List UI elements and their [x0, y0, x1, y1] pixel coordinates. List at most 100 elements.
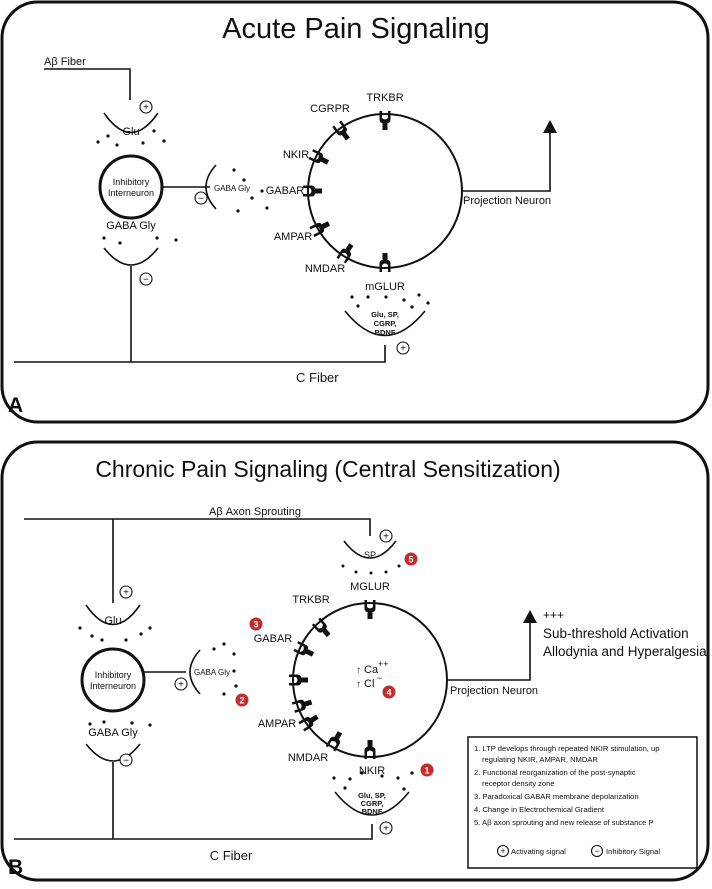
receptor-nmdar: [325, 729, 345, 752]
legend-item: receptor density zone: [482, 779, 555, 788]
badge-2: 2: [235, 693, 249, 707]
glu-vesicles: [96, 129, 166, 147]
gaba-gly-label: GABA Gly: [214, 184, 250, 193]
inhibitory-signal: −: [194, 191, 208, 205]
receptor-label: MGLUR: [350, 581, 390, 593]
glu-terminal: [103, 112, 159, 134]
svg-text:+: +: [123, 588, 129, 599]
receptor-label: NMDAR: [305, 263, 345, 275]
c-fiber: [14, 824, 373, 840]
ion-ca-charge: ++: [378, 659, 389, 669]
release-label: BDNF: [362, 807, 383, 816]
sp-label: SP: [364, 550, 376, 560]
ion-cl-charge: −: [377, 673, 382, 683]
glu-label: Glu: [122, 126, 139, 138]
svg-text:4: 4: [386, 688, 391, 698]
receptor-label: GABAR: [254, 633, 293, 645]
ion-arrow: ↑: [356, 665, 361, 676]
svg-text:+: +: [143, 103, 149, 114]
activating-signal: +: [379, 821, 393, 835]
output-label: Sub-threshold Activation: [543, 626, 689, 641]
ion-cl: Cl: [364, 678, 374, 690]
svg-text:1: 1: [424, 766, 429, 776]
svg-text:+: +: [383, 824, 389, 835]
glu-vesicles: [78, 626, 152, 642]
projection-neuron: [307, 113, 463, 269]
c-fiber-label: C Fiber: [296, 370, 339, 385]
inhibitory-interneuron: [98, 154, 164, 220]
release-vesicles: [332, 771, 414, 791]
legend-inhibitory-label: Inhibitory Signal: [606, 847, 660, 856]
activating-signal: +: [139, 100, 153, 114]
svg-text:2: 2: [239, 696, 244, 706]
inhibitory-signal: −: [139, 272, 153, 286]
badge-4: 4: [382, 685, 396, 699]
abeta-fiber: [44, 68, 131, 100]
projection-axon: [446, 620, 531, 681]
glu-terminal: [85, 604, 141, 626]
legend-box: 1. LTP develops through repeated NKIR st…: [467, 736, 698, 869]
receptor-trkbr: [311, 617, 333, 640]
receptor-mglur: [379, 253, 391, 272]
release-label: CGRP,: [361, 799, 384, 808]
svg-text:−: −: [143, 275, 149, 286]
gaba-gly-label: GABA Gly: [88, 727, 138, 739]
gaba-gly-terminal: [189, 649, 201, 695]
badge-3: 3: [249, 617, 263, 631]
abeta-sprouting-label: Aβ Axon Sprouting: [209, 506, 301, 518]
release-label: Glu, SP,: [358, 791, 386, 800]
svg-text:+: +: [500, 846, 505, 856]
release-label: BDNF: [375, 328, 396, 337]
c-fiber-terminal: [334, 791, 410, 816]
badge-1: 1: [420, 763, 434, 777]
inhibitory-interneuron: [80, 647, 146, 713]
release-label: Glu, SP,: [371, 310, 399, 319]
svg-text:5: 5: [408, 555, 413, 565]
panel-a: Acute Pain Signaling A Aβ Fiber + Glu In…: [0, 0, 710, 424]
projection-axon: [461, 130, 551, 192]
legend-item: 2. Functional reorganization of the post…: [474, 768, 636, 777]
receptor-label: NMDAR: [288, 752, 328, 764]
panel-b-frame: [0, 440, 710, 882]
panel-b-title: Chronic Pain Signaling (Central Sensitiz…: [95, 456, 560, 482]
svg-text:−: −: [198, 194, 204, 205]
receptor-unlabeled: [289, 674, 308, 686]
legend-item: regulating NKIR, AMPAR, NMDAR: [482, 755, 598, 764]
activating-signal: +: [396, 341, 410, 355]
legend-item: 4. Change in Electrochemical Gradient: [474, 805, 605, 814]
receptor-label: AMPAR: [258, 718, 296, 730]
gaba-gly-terminal: [103, 247, 159, 266]
panel-a-letter: A: [8, 394, 23, 417]
legend-item: 1. LTP develops through repeated NKIR st…: [474, 744, 659, 753]
receptor-label: CGRPR: [310, 103, 350, 115]
receptor-label: AMPAR: [274, 231, 312, 243]
interneuron-label: Inhibitory: [95, 670, 132, 680]
svg-text:+: +: [178, 680, 184, 691]
receptor-label: NKIR: [283, 149, 309, 161]
abeta-sprouting-fiber: [24, 518, 371, 536]
gaba-gly-terminal: [85, 743, 141, 762]
legend-inhibitory-icon: −: [590, 844, 604, 858]
legend-item: 5. Aβ axon sprouting and new release of …: [474, 818, 654, 827]
receptor-label: TRKBR: [366, 92, 403, 104]
ion-arrow: ↑: [356, 679, 361, 690]
inhibitory-signal: −: [119, 753, 133, 767]
interneuron-label: Interneuron: [90, 681, 136, 691]
legend-activating-label: Activating signal: [511, 847, 566, 856]
receptor-label: mGLUR: [365, 281, 405, 293]
receptor-label: TRKBR: [292, 594, 329, 606]
svg-text:−: −: [594, 846, 599, 856]
projection-label: Projection Neuron: [450, 685, 538, 697]
svg-text:+: +: [383, 532, 389, 543]
receptor-label: NKIR: [359, 765, 385, 777]
panel-a-title: Acute Pain Signaling: [222, 13, 490, 45]
c-fiber: [14, 345, 386, 363]
release-vesicles: [350, 293, 430, 309]
gaba-gly-terminal: [205, 164, 217, 210]
sp-terminal: [343, 540, 397, 559]
badge-5: 5: [404, 552, 418, 566]
activating-signal: +: [174, 677, 188, 691]
output-arrow: [543, 120, 557, 133]
sp-vesicles: [341, 564, 401, 575]
